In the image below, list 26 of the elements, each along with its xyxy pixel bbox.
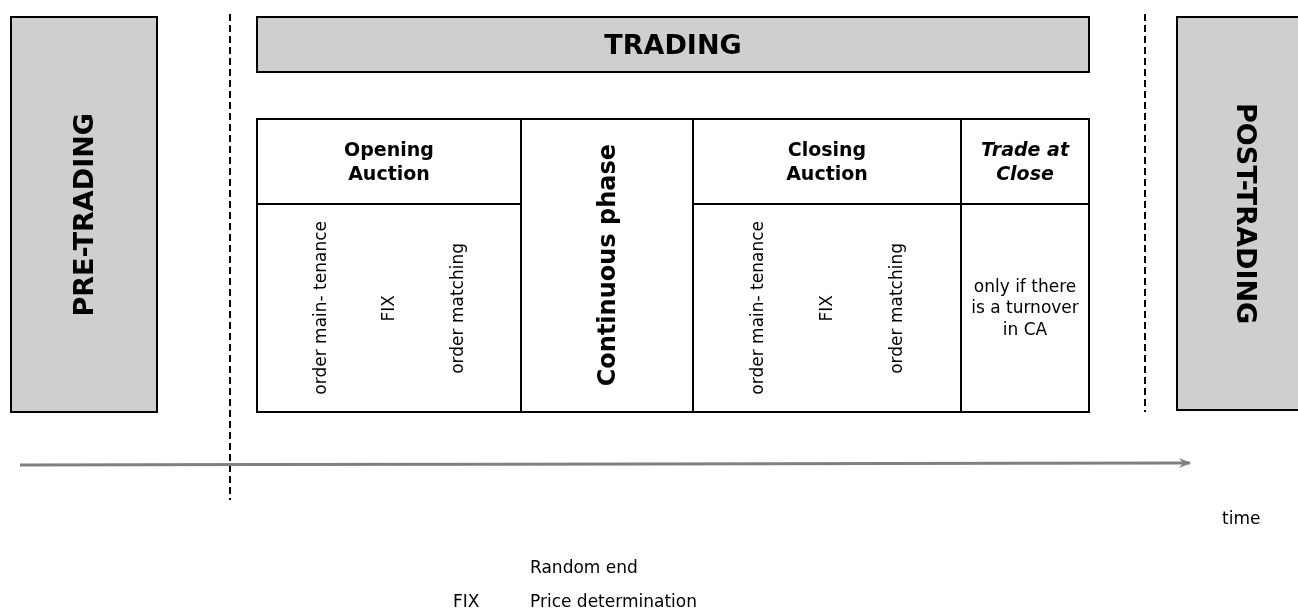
legend-key: FIX [453, 591, 480, 611]
cell-text: order matching [886, 242, 908, 374]
cell-text: PRE-TRADING [67, 112, 101, 317]
cell-text: Opening Auction [343, 137, 435, 186]
legend-text: Random end [530, 557, 638, 577]
cell-text: only if there is a turnover in CA [970, 276, 1080, 340]
legend-text: Price determination [530, 591, 697, 611]
cell-text: POST-TRADING [1229, 102, 1263, 325]
phase-box [10, 16, 158, 413]
cell-text: Trade at Close [979, 137, 1071, 186]
phase-box [1176, 16, 1298, 411]
table-cell [256, 203, 522, 413]
cell-text: order matching [447, 242, 469, 374]
cell-text: Continuous phase [592, 144, 622, 387]
table-header-cell [256, 118, 522, 205]
cell-text: FIX [816, 294, 838, 322]
table-header-cell [960, 118, 1090, 205]
phase-header-bar [256, 16, 1090, 73]
axis-label: time [1222, 508, 1261, 528]
cell-text: order main- tenance [309, 221, 331, 395]
cell-text: FIX [378, 294, 400, 322]
cell-text: TRADING [604, 27, 742, 62]
table-cell [520, 118, 694, 413]
table-cell [960, 203, 1090, 413]
cell-text: order main- tenance [746, 221, 768, 395]
cell-text: Closing Auction [785, 137, 869, 186]
